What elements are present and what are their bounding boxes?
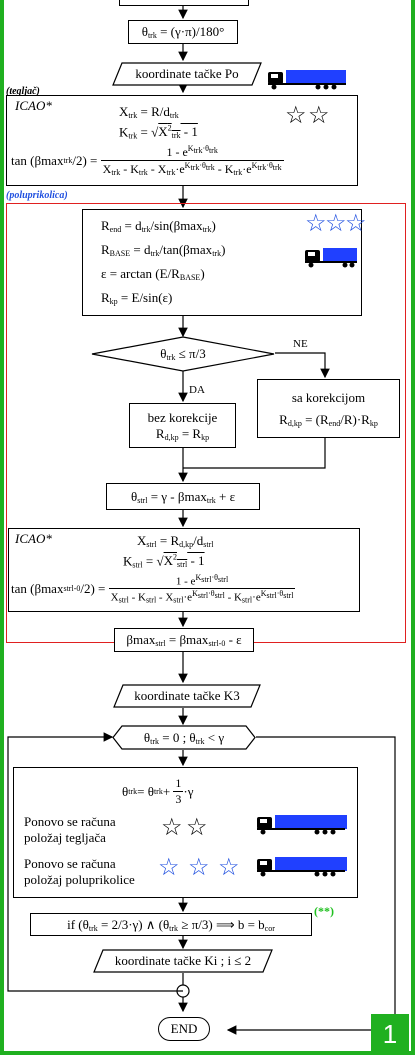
star-outline-icon: ☆	[186, 815, 208, 841]
loop-text: θtrk = 0 ; θtrk < γ	[143, 729, 225, 746]
star-outline-icon: ☆	[308, 103, 330, 129]
poluprikolica-label: (poluprikolica)	[6, 190, 68, 201]
star-outline-icon: ☆	[161, 815, 183, 841]
r-dkp-corrected: Rd,kp = (Rend/R)·Rkp	[279, 411, 378, 428]
r-end-formula: Rend = dtrk/sin(βmaxtrk)	[101, 218, 216, 234]
x-strl-formula: Xstrl = Rd,kp/dstrl	[137, 533, 214, 549]
icao-label: ICAO*	[15, 98, 52, 113]
star-outline-icon: ☆	[188, 855, 210, 881]
semitrailer-truck-icon	[268, 70, 346, 90]
star-outline-icon: ☆	[325, 211, 347, 237]
semitrailer-truck-icon	[305, 248, 357, 268]
koordinate-ki-text: koordinate tačke Ki ; i ≤ 2	[114, 953, 252, 968]
star-outline-icon: ☆	[285, 103, 307, 129]
r-kp-formula: Rkp = E/sin(ε)	[101, 290, 173, 306]
decision-text: θtrk ≤ π/3	[160, 346, 206, 362]
top-partial-box	[119, 0, 249, 6]
star-outline-icon: ☆	[158, 855, 180, 881]
loop-theta: θtrk = 0 ; θtrk < γ	[112, 725, 256, 750]
star-outline-icon: ☆	[218, 855, 240, 881]
icao-tractor-box: ICAO* Xtrk = R/dtrk Ktrk = √X2trk - 1 ta…	[6, 95, 358, 186]
da-label: DA	[189, 384, 205, 396]
epsilon-formula: ε = arctan (E/RBASE)	[101, 266, 205, 282]
koordinate-po-text: koordinate tačke Po	[135, 66, 239, 81]
sa-korekcijom-box: sa korekcijom Rd,kp = (Rend/R)·Rkp	[257, 379, 400, 438]
r-base-formula: RBASE = dtrk/tan(βmaxtrk)	[101, 242, 226, 258]
beta-max-strl-formula: βmaxstrl = βmaxstrl-0 - ε	[126, 632, 242, 648]
end-text: END	[170, 1021, 198, 1036]
correction-condition-box: if (θtrk = 2/3·γ) ∧ (θtrk ≥ π/3) ⟹ b = b…	[30, 913, 312, 936]
star-outline-icon: ☆	[345, 211, 367, 237]
bez-korekcije-text: bez korekcije	[147, 409, 218, 425]
page-number-badge: 1	[371, 1014, 409, 1054]
icao-label: ICAO*	[15, 531, 52, 546]
end-terminator: END	[158, 1017, 210, 1041]
theta-strl-box: θstrl = γ - βmaxtrk + ε	[106, 483, 260, 510]
sa-korekcijom-text: sa korekcijom	[291, 389, 366, 405]
ne-label: NE	[293, 338, 308, 350]
r-dkp-equals-rkp: Rd,kp = Rkp	[155, 425, 210, 442]
koordinate-k3-text: koordinate tačke K3	[134, 688, 240, 703]
koordinate-k3-io: koordinate tačke K3	[113, 684, 261, 708]
theta-definition-text: θtrk = (γ·π)/180°	[141, 24, 225, 40]
star-outline-icon: ☆	[305, 211, 327, 237]
beta-max-strl-box: βmaxstrl = βmaxstrl-0 - ε	[114, 628, 254, 652]
tractor-truck-icon	[257, 815, 347, 835]
theta-strl-formula: θstrl = γ - βmaxtrk + ε	[130, 488, 236, 505]
tegljac-label: (tegljač)	[6, 86, 40, 97]
annotation-label: (**)	[314, 904, 334, 918]
koordinate-ki-io: koordinate tačke Ki ; i ≤ 2	[93, 949, 273, 973]
theta-definition-box: θtrk = (γ·π)/180°	[128, 20, 238, 44]
icao-trailer-box: ICAO* Xstrl = Rd,kp/dstrl Kstrl = √X2str…	[8, 528, 360, 612]
semitrailer-truck-icon	[257, 857, 347, 877]
k-trk-formula: Ktrk = √X2trk - 1	[119, 124, 198, 141]
bez-korekcije-box: bez korekcije Rd,kp = Rkp	[129, 403, 236, 448]
k-strl-formula: Kstrl = √X2strl - 1	[123, 553, 205, 570]
x-trk-formula: Xtrk = R/dtrk	[119, 104, 179, 120]
decision-theta-pi3: θtrk ≤ π/3	[91, 336, 275, 372]
correction-condition-formula: if (θtrk = 2/3·γ) ∧ (θtrk ≥ π/3) ⟹ b = b…	[67, 916, 275, 933]
koordinate-po-io: koordinate tačke Po	[112, 62, 262, 86]
